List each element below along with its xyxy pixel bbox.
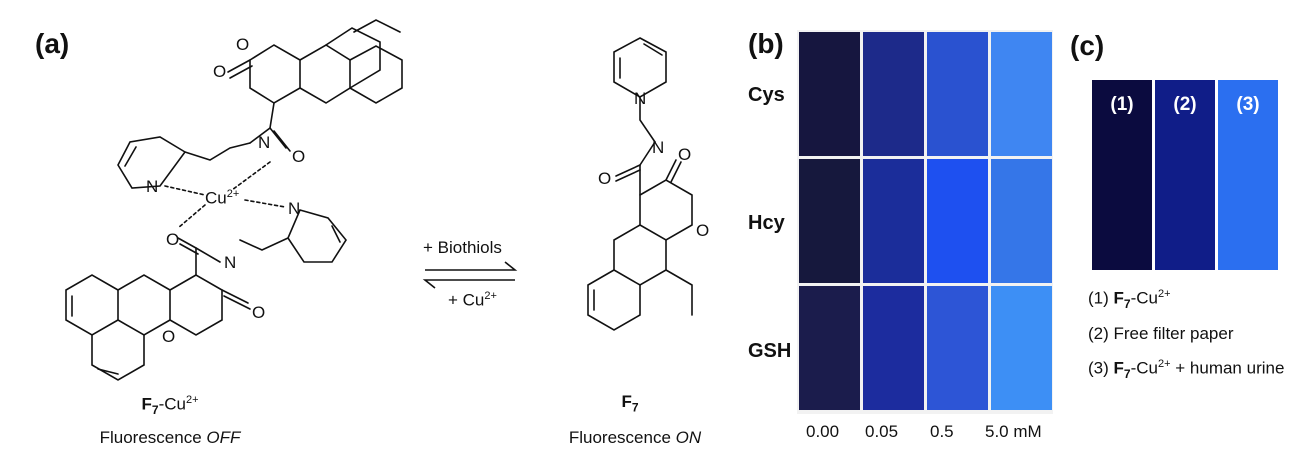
panel-c-label: (c) (1070, 30, 1105, 61)
atom-label-o3: O (292, 147, 306, 166)
atom-label-o1: O (213, 62, 227, 81)
legend-item-1: (1) F7-Cu2+ (1088, 288, 1171, 311)
cell-hcy-2 (927, 159, 988, 283)
atom-label-cu: Cu2+ (205, 188, 239, 209)
atom-label-f7-n2: N (652, 138, 665, 157)
left-state-prefix: Fluorescence (99, 428, 207, 447)
right-state-prefix: Fluorescence (568, 428, 676, 447)
legend-1-sup: 2+ (1157, 288, 1171, 300)
left-compound-name-main: F (141, 394, 152, 414)
row-label-gsh: GSH (748, 340, 792, 362)
arrow-label-cu: + Cu2+ (448, 290, 497, 311)
legend-3-rest: -Cu (1130, 358, 1158, 378)
cell-gsh-0 (799, 286, 860, 410)
cell-gsh-1 (863, 286, 924, 410)
cell-cys-1 (863, 32, 924, 156)
legend-1-rest: -Cu (1130, 288, 1158, 308)
right-compound-name-main: F (621, 392, 632, 411)
legend-3-bold: F (1113, 358, 1124, 378)
legend-1-bold: F (1113, 288, 1124, 308)
atom-label-n4: N (224, 253, 237, 272)
arrow-label-biothiols: + Biothiols (423, 238, 502, 257)
strip-3-number: (3) (1236, 94, 1260, 115)
legend-3-sub: 7 (1123, 367, 1131, 382)
legend-3-sup: 2+ (1157, 358, 1171, 370)
legend-1-num: (1) (1088, 288, 1114, 308)
legend-item-3: (3) F7-Cu2+ + human urine (1088, 358, 1284, 381)
atom-label-o4: O (166, 230, 180, 249)
atom-label-f7-o3: O (696, 221, 710, 240)
row-label-cys: Cys (748, 84, 785, 106)
conc-label-1: 0.05 (865, 422, 899, 441)
atom-label-n2: N (146, 177, 159, 196)
legend-item-2: (2) Free filter paper (1088, 324, 1234, 344)
panel-c-strips: (1) (2) (3) (1092, 80, 1278, 270)
row-label-hcy: Hcy (748, 212, 785, 234)
cell-gsh-2 (927, 286, 988, 410)
left-state-italic: OFF (206, 428, 241, 447)
right-compound-state: Fluorescence ON (555, 428, 715, 448)
cu-charge: 2+ (226, 188, 240, 200)
strip-1: (1) (1092, 80, 1152, 270)
arrow-label-cu-sup: 2+ (484, 290, 497, 302)
left-compound-name-sub: 7 (151, 403, 159, 418)
atom-label-f7-n1: N (634, 89, 647, 108)
atom-label-n3: N (288, 199, 301, 218)
legend-2-rest: Free filter paper (1113, 324, 1234, 343)
right-compound-name-sub: 7 (631, 400, 639, 415)
atom-label-o6: O (162, 327, 176, 346)
panel-b-label: (b) (748, 28, 784, 59)
cell-hcy-1 (863, 159, 924, 283)
cell-cys-2 (927, 32, 988, 156)
left-compound-name: F7-Cu2+ (100, 394, 240, 417)
strip-2-number: (2) (1173, 94, 1197, 115)
right-compound-name: F7 (590, 392, 670, 414)
panel-a-label: (a) (35, 28, 70, 59)
atom-label-o5: O (252, 303, 266, 322)
conc-label-2: 0.5 (930, 422, 954, 441)
left-compound-name-sup: 2+ (185, 394, 199, 406)
legend-1-sub: 7 (1123, 297, 1131, 312)
cu-symbol: Cu (205, 188, 227, 208)
strip-3: (3) (1218, 80, 1278, 270)
cell-cys-0 (799, 32, 860, 156)
arrow-label-cu-text: + Cu (448, 290, 485, 310)
conc-label-0: 0.00 (806, 422, 840, 441)
left-compound-name-rest: -Cu (158, 394, 186, 414)
cell-gsh-3 (991, 286, 1052, 410)
legend-3-num: (3) (1088, 358, 1114, 378)
strip-1-number: (1) (1110, 94, 1134, 115)
atom-label-f7-o2: O (678, 145, 692, 164)
cell-cys-3 (991, 32, 1052, 156)
cell-hcy-3 (991, 159, 1052, 283)
conc-label-3: 5.0 mM (985, 422, 1042, 441)
legend-3-tail: + human urine (1170, 358, 1285, 378)
atom-label-f7-o1: O (598, 169, 612, 188)
panel-b-grid (797, 30, 1053, 414)
atom-label-n1: N (258, 133, 271, 152)
cell-hcy-0 (799, 159, 860, 283)
right-state-italic: ON (675, 428, 702, 447)
legend-2-num: (2) (1088, 324, 1114, 343)
panel-a-structures (65, 19, 693, 381)
strip-2: (2) (1155, 80, 1215, 270)
left-compound-state: Fluorescence OFF (90, 428, 250, 448)
atom-label-o2: O (236, 35, 250, 54)
